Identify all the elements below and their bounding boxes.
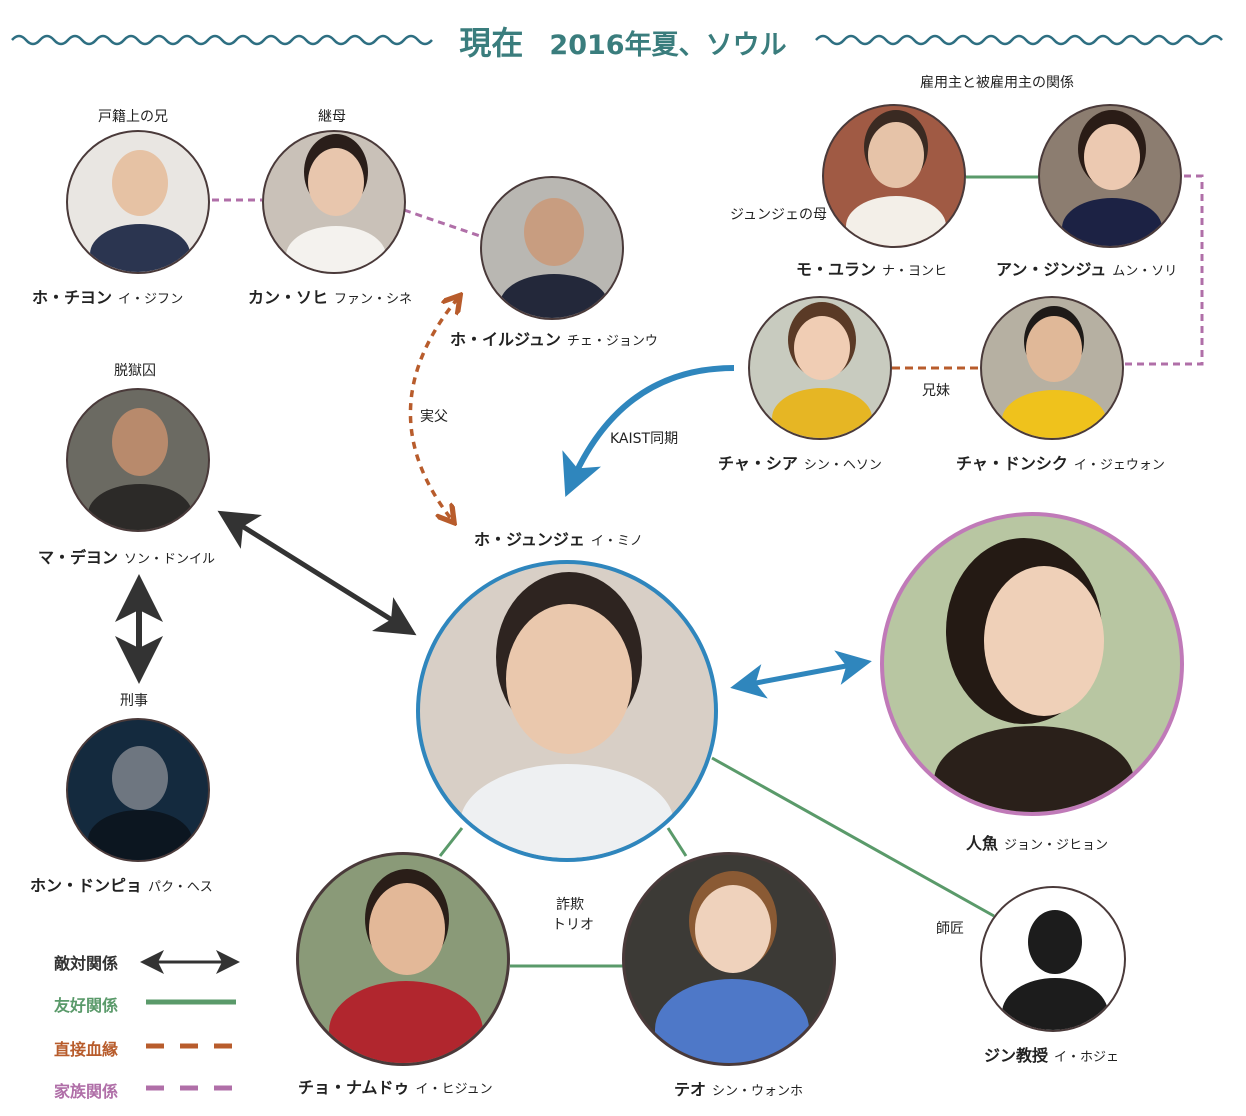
name-kansohi: カン・ソヒファン・シネ [248, 288, 413, 307]
link-center-ningyo [730, 650, 872, 699]
note-hojiyon: 戸籍上の兄 [98, 109, 168, 125]
portrait-chonamdu [296, 852, 510, 1066]
portrait-madeyon [66, 388, 210, 532]
link-kansohi-hoiljun [403, 208, 481, 238]
name-moyuran: モ・ユランナ・ヨンヒ [796, 260, 948, 279]
wave-left [11, 34, 433, 46]
legend-blood: 直接血縁 [54, 1040, 119, 1059]
portrait-anjinju [1038, 104, 1182, 248]
legend-friend: 友好関係 [54, 996, 119, 1015]
name-hojunje: ホ・ジュンジェイ・ミノ [474, 530, 643, 549]
portrait-jinprof [980, 886, 1126, 1032]
label-siblings: 兄妹 [922, 383, 950, 399]
note-hondonpyo: 刑事 [120, 693, 148, 709]
name-chonamdu: チョ・ナムドゥイ・ヒジュン [298, 1078, 493, 1097]
legend-family: 家族関係 [54, 1082, 119, 1101]
link-chashia-hojunje [562, 365, 735, 498]
name-madeyon: マ・デヨンソン・ドンイル [38, 548, 216, 567]
link-hoiljun-hojunje [408, 298, 458, 520]
name-ningyo: 人魚ジョン・ジヒョン [966, 834, 1109, 853]
link-center-jinprof [711, 756, 995, 918]
name-hojiyon: ホ・チヨンイ・ジフン [32, 288, 184, 307]
portrait-kansohi [262, 130, 406, 274]
portrait-hojunje [416, 560, 718, 862]
name-jinprof: ジン教授イ・ホジェ [984, 1046, 1120, 1065]
title-main: 現在 [459, 24, 524, 62]
name-hoiljun: ホ・イルジュンチェ・ジョンウ [450, 330, 658, 349]
portrait-chadonshik [980, 296, 1124, 440]
label-kaist: KAIST同期 [610, 431, 679, 447]
title-sub: 2016年夏、ソウル [549, 30, 787, 61]
link-madeyon-center [217, 510, 417, 636]
page-title: 現在 2016年夏、ソウル [0, 18, 1246, 64]
name-teo: テオシン・ウォンホ [674, 1080, 804, 1099]
label-fraud-2: トリオ [552, 917, 594, 933]
note-employer: 雇用主と被雇用主の関係 [920, 75, 1074, 91]
label-father: 実父 [420, 409, 448, 425]
label-fraud-1: 詐欺 [556, 897, 584, 913]
portrait-hoiljun [480, 176, 624, 320]
name-hondonpyo: ホン・ドンピョパク・ヘス [30, 876, 213, 895]
note-kansohi: 継母 [318, 109, 346, 125]
portrait-ningyo [880, 512, 1184, 816]
name-anjinju: アン・ジンジュムン・ソリ [996, 260, 1178, 279]
name-chashia: チャ・シアシン・ヘソン [718, 454, 882, 473]
wave-right [815, 34, 1223, 46]
label-mentor: 師匠 [936, 921, 964, 937]
legend-hostile: 敵対関係 [54, 954, 119, 973]
portrait-hondonpyo [66, 718, 210, 862]
link-anjinju-chadonshik [1124, 174, 1204, 366]
note-moyuran: ジュンジェの母 [730, 207, 828, 223]
portrait-teo [622, 852, 836, 1066]
portrait-moyuran [822, 104, 966, 248]
note-madeyon: 脱獄囚 [114, 363, 156, 379]
portrait-chashia [748, 296, 892, 440]
name-chadonshik: チャ・ドンシクイ・ジェウォン [956, 454, 1165, 473]
link-center-chonamdu [438, 827, 464, 857]
portrait-hojiyon [66, 130, 210, 274]
